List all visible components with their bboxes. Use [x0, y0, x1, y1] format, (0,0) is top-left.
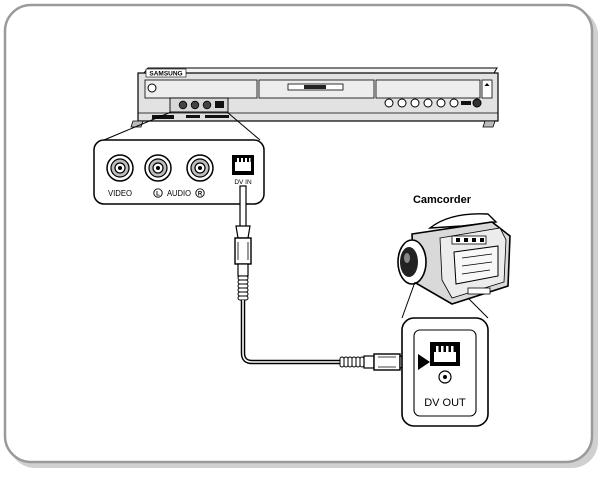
video-jack — [106, 154, 134, 182]
audio-left-jack — [144, 154, 172, 182]
recorder-brand: SAMSUNG — [149, 71, 182, 78]
dv-in-port — [232, 155, 254, 175]
dv-out-port — [430, 342, 460, 366]
camcorder-callout-lines — [401, 281, 489, 319]
camcorder-caption: Camcorder — [413, 194, 472, 206]
camcorder: Camcorder — [397, 194, 511, 305]
eject-button[interactable] — [481, 79, 493, 99]
dv-in-label: DV IN — [234, 179, 252, 186]
video-label: VIDEO — [108, 189, 132, 198]
audio-right-marker — [195, 188, 205, 198]
transport-buttons[interactable] — [384, 98, 482, 108]
callout-lines — [103, 111, 261, 141]
port-zoom-panel: VIDEO L AUDIO R DV IN — [93, 139, 265, 205]
audio-right-jack — [186, 154, 214, 182]
dv-out-label: DV OUT — [424, 397, 466, 409]
audio-label: AUDIO — [167, 189, 191, 198]
power-button[interactable] — [147, 83, 157, 93]
audio-right-label: R — [198, 192, 203, 198]
insertion-arrow — [418, 354, 430, 370]
audio-left-marker — [153, 188, 163, 198]
dvd-recorder: SAMSUNG — [130, 67, 499, 128]
audio-left-label: L — [156, 192, 160, 198]
dv-out-panel: DV OUT — [401, 317, 489, 427]
